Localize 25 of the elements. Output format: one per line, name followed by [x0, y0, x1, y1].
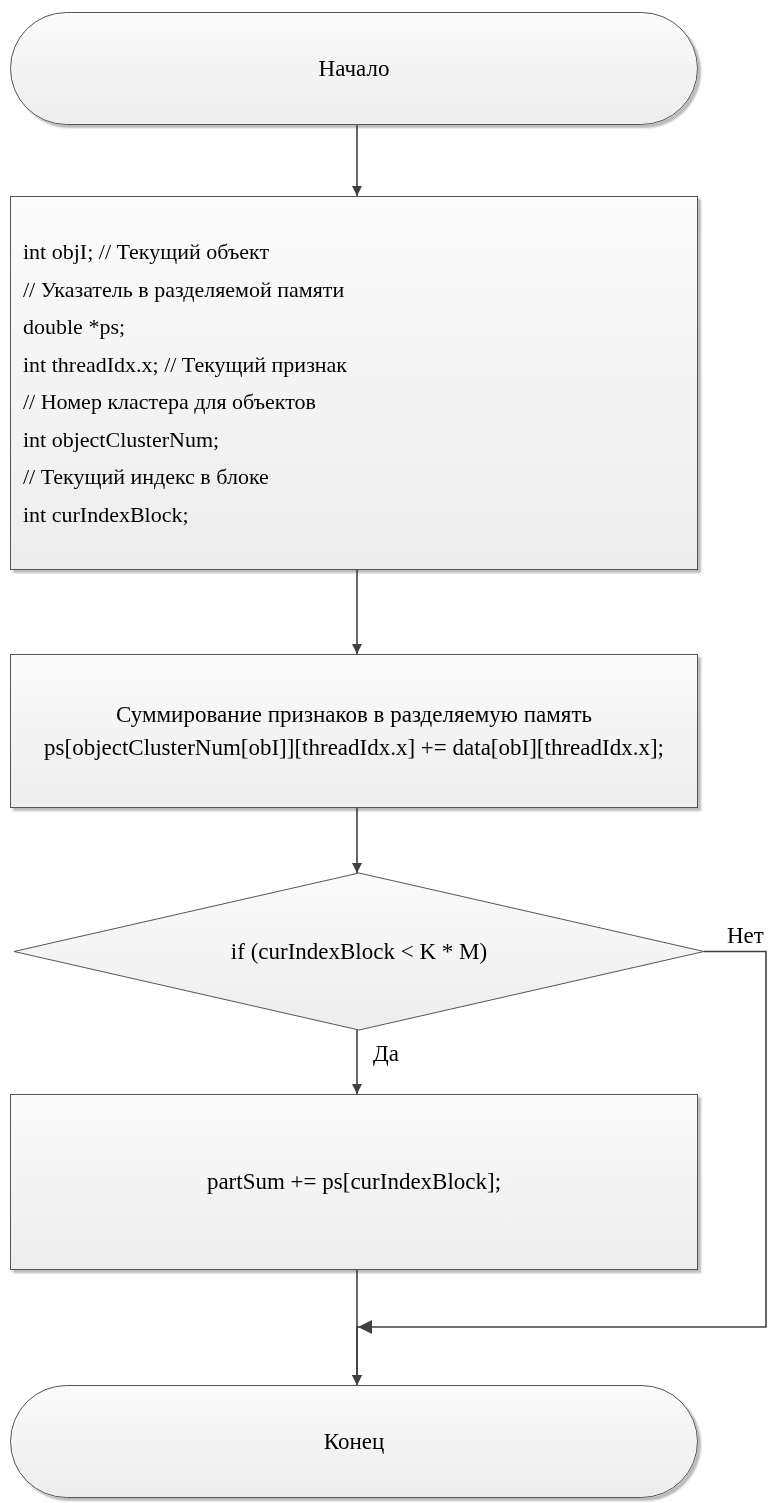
condition-text: if (curIndexBlock < K * M) [230, 938, 488, 965]
code-line: double *ps; [23, 313, 126, 341]
code-line: int curIndexBlock; [23, 500, 189, 529]
code-line: int threadIdx.x; // Текущий признак [23, 350, 348, 379]
start-terminal [10, 12, 698, 125]
arrow [352, 569, 362, 655]
code-statement: ps[objectClusterNum[obI]][threadIdx.x] += data[obI][threadIdx.x]; [43, 734, 665, 762]
decision-diamond [14, 873, 704, 1030]
code-line: int objI; // Текущий объект [23, 238, 270, 266]
process-box [10, 654, 698, 808]
arrow [352, 1029, 362, 1095]
step-description: Суммирование признаков в разделяемую память [115, 701, 593, 729]
arrow [352, 1269, 362, 1386]
code-line: // Указатель в разделяемой памяти [23, 275, 345, 304]
arrow [352, 124, 362, 197]
terminal-text: Конец [323, 1428, 385, 1455]
terminal-text: Начало [318, 55, 390, 82]
process-box [10, 196, 698, 570]
process-box [10, 1094, 698, 1270]
code-line: // Текущий индекс в блоке [23, 463, 269, 491]
code-line: // Номер кластера для объектов [23, 388, 316, 416]
code-statement: partSum += ps[curIndexBlock]; [206, 1169, 502, 1195]
arrow [352, 807, 362, 874]
code-line: int objectClusterNum; [23, 425, 220, 454]
end-terminal [10, 1385, 698, 1498]
